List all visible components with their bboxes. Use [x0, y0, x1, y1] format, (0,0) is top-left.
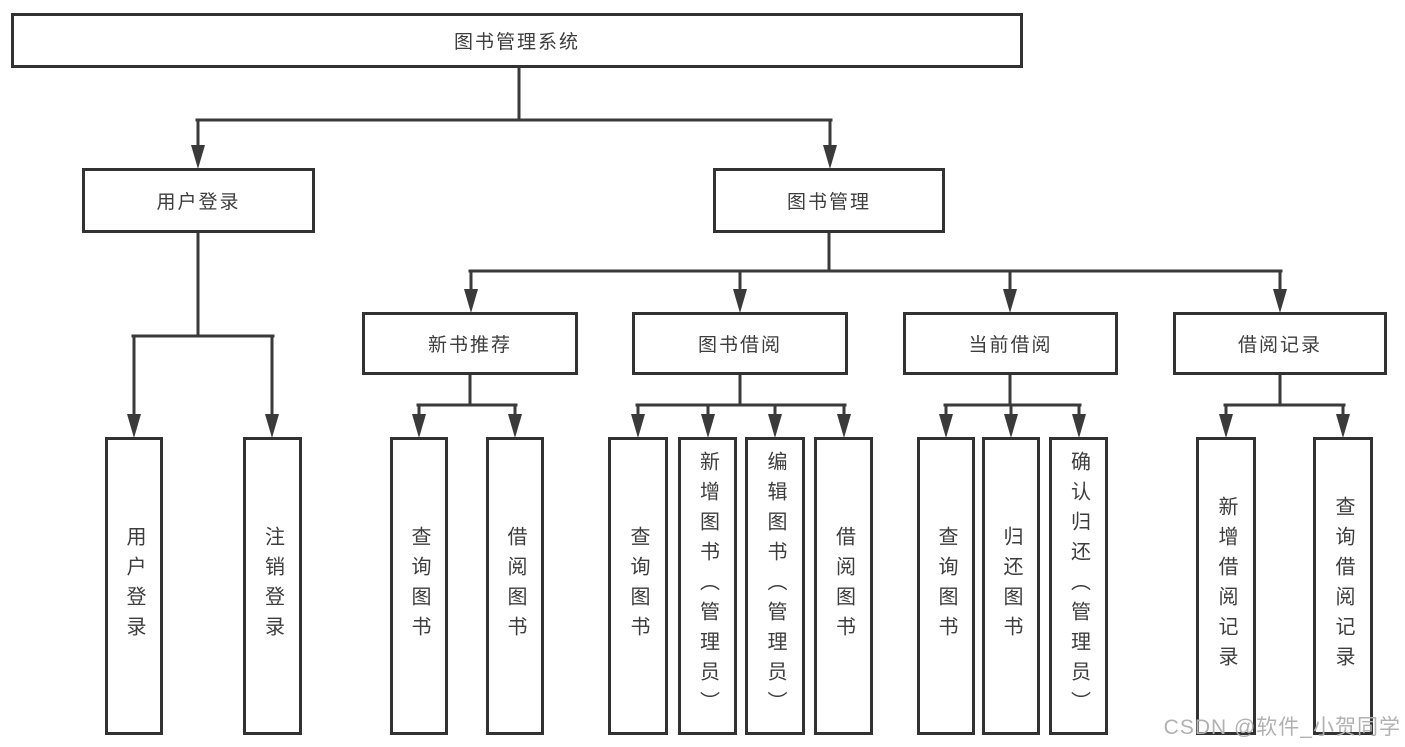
leaf-query-books-borrow-label: 查询图书 [627, 526, 649, 646]
leaf-borrow-books-recommend: 借阅图书 [486, 437, 544, 735]
node-borrow-records-label: 借阅记录 [1237, 335, 1322, 356]
leaf-borrow-books-label: 借阅图书 [832, 526, 855, 646]
node-book-borrow-label: 图书借阅 [697, 335, 782, 356]
leaf-add-book-admin-label: 新增图书（管理员） [696, 451, 719, 721]
leaf-query-books-recommend: 查询图书 [390, 437, 448, 735]
leaf-return-books: 归还图书 [982, 437, 1040, 735]
leaf-query-books-current: 查询图书 [917, 437, 975, 735]
leaf-confirm-return-admin-label: 确认归还（管理员） [1067, 451, 1090, 721]
leaf-query-books-current-label: 查询图书 [935, 526, 957, 646]
leaf-borrow-books-recommend-label: 借阅图书 [504, 526, 526, 646]
leaf-query-books-recommend-label: 查询图书 [408, 526, 430, 646]
leaf-add-book-admin: 新增图书（管理员） [678, 437, 737, 735]
leaf-user-login: 用户登录 [105, 437, 163, 735]
node-book-management: 图书管理 [713, 168, 945, 233]
node-new-book-recommend: 新书推荐 [362, 312, 578, 375]
node-book-borrow: 图书借阅 [632, 312, 848, 375]
leaf-add-borrow-record-label: 新增借阅记录 [1215, 496, 1237, 676]
leaf-logout-label: 注销登录 [261, 526, 284, 646]
node-user-login-label: 用户登录 [156, 192, 241, 213]
leaf-return-books-label: 归还图书 [1000, 526, 1022, 646]
node-root-label: 图书管理系统 [453, 32, 580, 53]
leaf-logout: 注销登录 [243, 437, 302, 735]
node-book-management-label: 图书管理 [786, 192, 871, 213]
node-borrow-records: 借阅记录 [1173, 312, 1387, 375]
leaf-edit-book-admin: 编辑图书（管理员） [745, 437, 805, 735]
csdn-watermark: CSDN @软件_小贺同学 [1163, 716, 1401, 739]
node-new-book-recommend-label: 新书推荐 [427, 335, 512, 356]
leaf-edit-book-admin-label: 编辑图书（管理员） [764, 451, 786, 721]
node-root: 图书管理系统 [11, 13, 1023, 68]
node-current-borrow: 当前借阅 [903, 312, 1118, 375]
leaf-query-borrow-record-label: 查询借阅记录 [1332, 496, 1354, 676]
leaf-confirm-return-admin: 确认归还（管理员） [1049, 437, 1108, 735]
leaf-query-books-borrow: 查询图书 [608, 437, 668, 735]
leaf-borrow-books: 借阅图书 [814, 437, 873, 735]
leaf-add-borrow-record: 新增借阅记录 [1196, 437, 1256, 735]
leaf-query-borrow-record: 查询借阅记录 [1313, 437, 1373, 735]
leaf-user-login-label: 用户登录 [123, 526, 145, 646]
node-user-login: 用户登录 [82, 168, 315, 233]
node-current-borrow-label: 当前借阅 [968, 335, 1053, 356]
